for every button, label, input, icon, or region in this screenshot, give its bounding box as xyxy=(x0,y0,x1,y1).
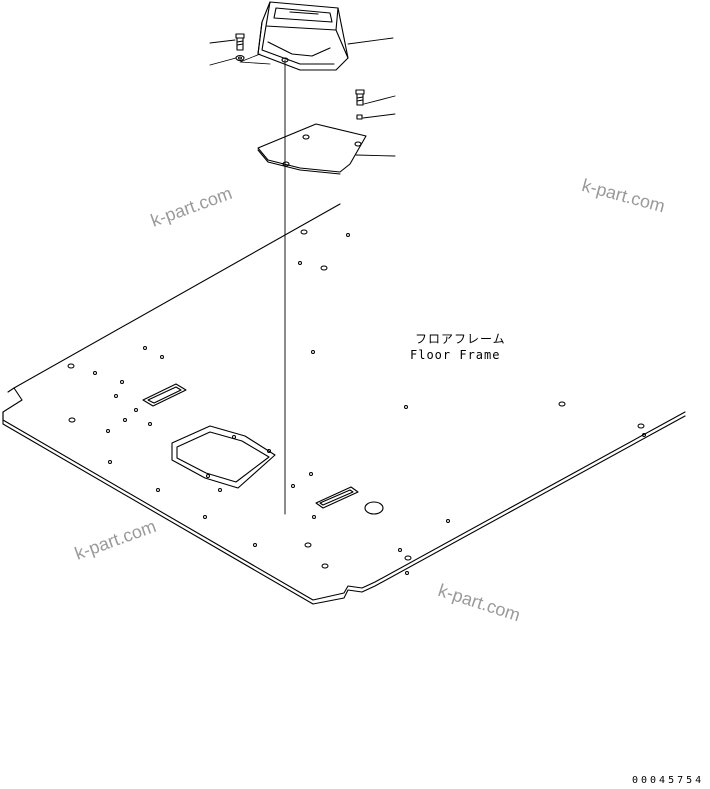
washer-left xyxy=(235,53,271,65)
leader-lines xyxy=(209,37,396,157)
large-cutout xyxy=(171,425,276,489)
round-hole xyxy=(364,501,384,515)
floor-frame-label-en: Floor Frame xyxy=(410,348,501,362)
bolt-left xyxy=(235,33,245,51)
floor-frame-label-jp: フロアフレーム xyxy=(415,332,506,346)
slot-cutout-right xyxy=(315,486,359,509)
slot-cutout-left xyxy=(142,383,187,407)
document-number: 00045754 xyxy=(632,775,705,786)
bolt-right xyxy=(355,89,365,106)
cover-part xyxy=(257,1,349,71)
cover-plate xyxy=(257,123,367,175)
floor-frame-plate xyxy=(2,203,686,605)
floor-cutouts xyxy=(142,383,384,515)
floor-holes xyxy=(67,229,646,575)
lock-washer-right xyxy=(356,114,363,120)
